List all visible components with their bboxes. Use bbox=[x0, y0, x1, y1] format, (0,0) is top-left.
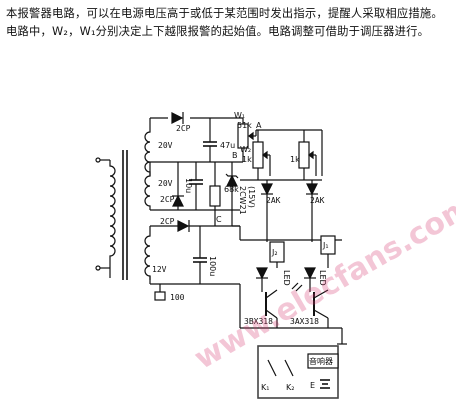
label-relay-j2: J₂ bbox=[271, 248, 278, 257]
watermark: www.elecfans.com bbox=[189, 189, 456, 377]
label-w3-value: 1k bbox=[290, 155, 300, 164]
description-line-1: 本报警器电路，可以在电源电压高于或低于某范围时发出指示，提醒人采取相应措施。 bbox=[6, 7, 443, 20]
diode-2ak-right-symbol bbox=[306, 183, 318, 196]
label-transistor-left: 3BX318 bbox=[244, 317, 273, 326]
diode-2cp-top-symbol bbox=[171, 112, 184, 124]
label-transistor-right: 3AX318 bbox=[290, 317, 319, 326]
diode-2cp-low-symbol bbox=[177, 220, 190, 232]
zener-branch bbox=[225, 162, 240, 227]
description-line-2: 电路中，W₂，W₁分别决定上下越限报警的起始值。电路调整可借助于调压器进行。 bbox=[6, 25, 430, 38]
component-labels: 2CP W₁ 51k A 20V 47u B W₂ 1k 1k 20V 10u … bbox=[152, 111, 333, 392]
label-w1: W₁ bbox=[234, 111, 245, 120]
label-cap-47u: 47u bbox=[220, 141, 235, 150]
label-zener: 2CW21 bbox=[238, 186, 247, 215]
description: 本报警器电路，可以在电源电压高于或低于某范围时发出指示，提醒人采取相应措施。 电… bbox=[6, 5, 452, 41]
output-stage bbox=[239, 226, 347, 345]
label-2ak-right: 2AK bbox=[310, 196, 325, 205]
lower-supply bbox=[149, 220, 240, 301]
alarm-loop bbox=[257, 345, 339, 399]
middle-supply bbox=[150, 162, 240, 227]
label-v20-mid: 20V bbox=[158, 179, 173, 188]
diode-2cp-mid-symbol bbox=[172, 194, 184, 207]
label-k1: K₁ bbox=[261, 383, 269, 392]
label-w1-value: 51k bbox=[237, 121, 252, 130]
label-res-68k: 68k bbox=[224, 185, 239, 194]
label-2ak-left: 2AK bbox=[266, 196, 281, 205]
label-zener-volt: (15V) bbox=[247, 186, 256, 208]
label-buzzer: 音响器 bbox=[309, 356, 333, 366]
label-cap-10u: 10u bbox=[184, 178, 193, 193]
label-diode-low: 2CP bbox=[160, 217, 175, 226]
label-w2-value: 1k bbox=[242, 155, 252, 164]
label-diode-top: 2CP bbox=[176, 124, 191, 133]
label-cap-100u: 100u bbox=[208, 256, 217, 276]
buzzer-box bbox=[307, 353, 339, 369]
label-res-100: 100 bbox=[170, 293, 185, 302]
label-w2: W₂ bbox=[240, 145, 251, 154]
label-relay-j1: J₁ bbox=[322, 241, 329, 250]
diode-2ak-left-symbol bbox=[261, 183, 273, 196]
label-k2: K₂ bbox=[286, 383, 294, 392]
label-node-c: C bbox=[216, 215, 222, 224]
led-left-symbol bbox=[256, 267, 268, 280]
label-v20-top: 20V bbox=[158, 141, 173, 150]
transformer bbox=[95, 128, 151, 280]
upper-supply bbox=[149, 112, 322, 172]
threshold-pots bbox=[240, 130, 323, 181]
label-led-right: LED bbox=[318, 270, 327, 286]
led-right-symbol bbox=[304, 267, 316, 280]
label-node-a: A bbox=[256, 121, 262, 130]
label-node-b: B bbox=[232, 151, 238, 160]
label-diode-mid: 2CP bbox=[160, 195, 175, 204]
label-battery: E bbox=[310, 381, 315, 390]
label-led-left: LED bbox=[282, 270, 291, 286]
signal-diodes bbox=[261, 180, 318, 242]
label-v12: 12V bbox=[152, 265, 167, 274]
